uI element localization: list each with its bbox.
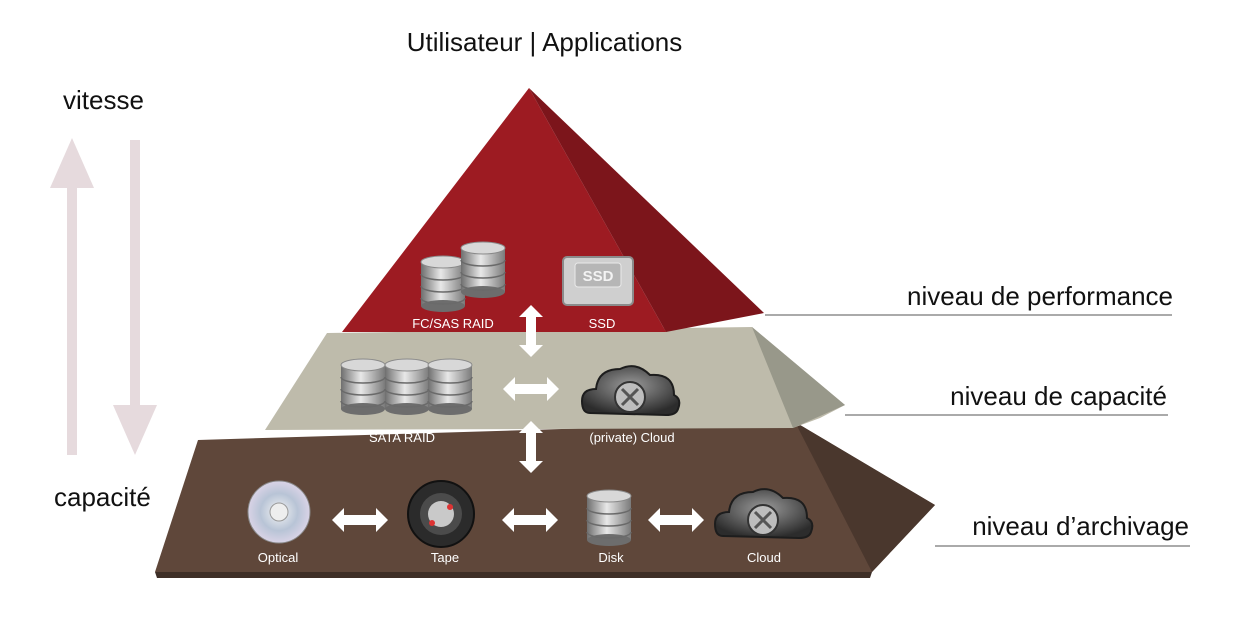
cloud-label: Cloud [747,550,781,565]
capacity-level-label: niveau de capacité [950,381,1167,411]
capacity-axis-label: capacité [54,482,151,512]
sata-raid-icon [340,358,473,416]
ssd-label: SSD [588,316,616,331]
optical-label: Optical [257,550,299,565]
capacity-down-arrow [113,140,157,455]
fc-sas-raid-label: FC/SAS RAID [412,316,494,331]
disk-icon [586,489,632,547]
private-cloud-label: (private) Cloud [589,430,675,445]
speed-up-arrow [50,138,94,455]
sata-raid-label: SATA RAID [369,430,435,445]
optical-disc-icon [247,480,311,544]
tape-label: Tape [430,550,460,565]
ssd-icon: SSD [562,256,634,306]
disk-label: Disk [598,550,624,565]
performance-level-label: niveau de performance [907,281,1173,311]
tape-reel-icon [407,480,475,548]
diagram-title: Utilisateur | Applications [406,27,683,57]
performance-tier [342,88,764,332]
archive-level-label: niveau d’archivage [972,511,1189,541]
svg-text:SSD: SSD [583,268,614,285]
speed-axis-label: vitesse [63,85,144,115]
